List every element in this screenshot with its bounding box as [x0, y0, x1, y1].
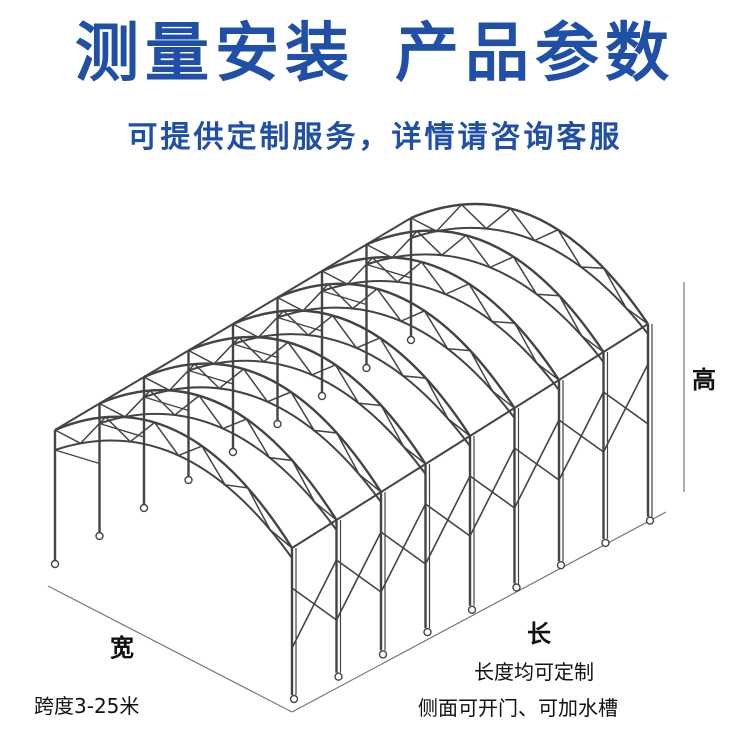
wheel: [512, 583, 521, 592]
side-brace: [291, 559, 338, 649]
wheel: [423, 627, 432, 637]
side-brace: [321, 290, 367, 306]
width-label: 宽: [110, 634, 134, 662]
side-brace: [380, 503, 427, 593]
wheel: [95, 531, 104, 541]
wheel: [334, 672, 343, 681]
page-title: 测量安装产品参数: [0, 2, 750, 94]
wheel: [289, 694, 299, 704]
arch-outer: [321, 256, 561, 381]
eave-beam-left: [276, 270, 323, 299]
eave-beam-left: [54, 402, 101, 431]
side-brace: [513, 419, 560, 509]
wheel: [317, 391, 327, 401]
eave-beam-right: [469, 407, 516, 437]
eave-beam-right: [558, 351, 605, 381]
side-brace: [424, 475, 471, 565]
arch-outer: [188, 335, 427, 465]
wheel: [467, 605, 477, 614]
arch-outer: [99, 389, 338, 521]
arch-outer: [232, 309, 472, 437]
arch-truss: [188, 336, 426, 465]
side-brace: [558, 391, 605, 481]
wheel: [556, 561, 566, 570]
eave-beam-left: [232, 296, 279, 325]
side-brace: [99, 422, 145, 438]
length-note: 长度均可定制: [474, 660, 594, 684]
title-product-params: 产品参数: [395, 17, 675, 91]
arch-outer: [366, 229, 605, 353]
wheel: [139, 503, 149, 513]
side-brace: [366, 263, 412, 279]
wheel: [228, 447, 238, 457]
eave-beam-left: [365, 217, 412, 246]
side-brace: [54, 449, 100, 465]
wheel: [601, 538, 610, 548]
side-brace: [143, 396, 189, 412]
eave-beam-left: [187, 323, 234, 352]
page-subtitle: 可提供定制服务，详情请咨询客服: [127, 120, 623, 155]
eave-beam-right: [291, 519, 338, 549]
wheel: [50, 559, 60, 569]
eave-beam-left: [98, 376, 145, 405]
arch-truss: [54, 416, 293, 549]
height-label: 高: [692, 366, 716, 394]
side-brace: [188, 369, 234, 385]
wheel: [362, 363, 371, 373]
side-brace: [469, 447, 516, 537]
span-label: 跨度3-25米: [34, 694, 140, 718]
eave-beam-left: [321, 243, 368, 272]
arch-outer: [410, 202, 649, 325]
wheel: [406, 335, 416, 345]
title-measure-install: 测量安装: [75, 17, 355, 91]
arch-truss: [277, 283, 515, 409]
wheel: [184, 475, 193, 485]
wheel: [273, 419, 282, 429]
eave-beam-right: [513, 379, 560, 409]
side-brace: [232, 343, 278, 359]
wheel: [645, 516, 655, 525]
side-brace: [335, 531, 382, 621]
length-label: 长: [527, 620, 551, 648]
wheel: [378, 650, 388, 659]
arch-truss: [232, 309, 471, 437]
arch-truss: [321, 256, 560, 381]
arch-inner: [366, 253, 605, 363]
side-note: 侧面可开门、可加水槽: [418, 696, 618, 720]
side-brace: [277, 316, 323, 332]
side-brace: [602, 363, 649, 453]
arch-truss: [143, 362, 382, 493]
arch-truss: [366, 230, 604, 353]
arch-inner: [410, 226, 649, 335]
ground-line-width: [47, 585, 293, 713]
eave-beam-right: [380, 463, 427, 493]
eave-beam-right: [602, 323, 649, 353]
arch-inner: [277, 306, 516, 419]
eave-beam-right: [424, 435, 471, 465]
arch-outer: [54, 415, 294, 549]
arch-inner: [321, 280, 560, 391]
eave-beam-right: [335, 491, 382, 521]
arch-truss: [99, 389, 337, 521]
arch-truss: [410, 203, 649, 325]
arch-outer: [143, 362, 383, 493]
eave-beam-left: [143, 349, 190, 378]
arch-outer: [277, 282, 516, 409]
